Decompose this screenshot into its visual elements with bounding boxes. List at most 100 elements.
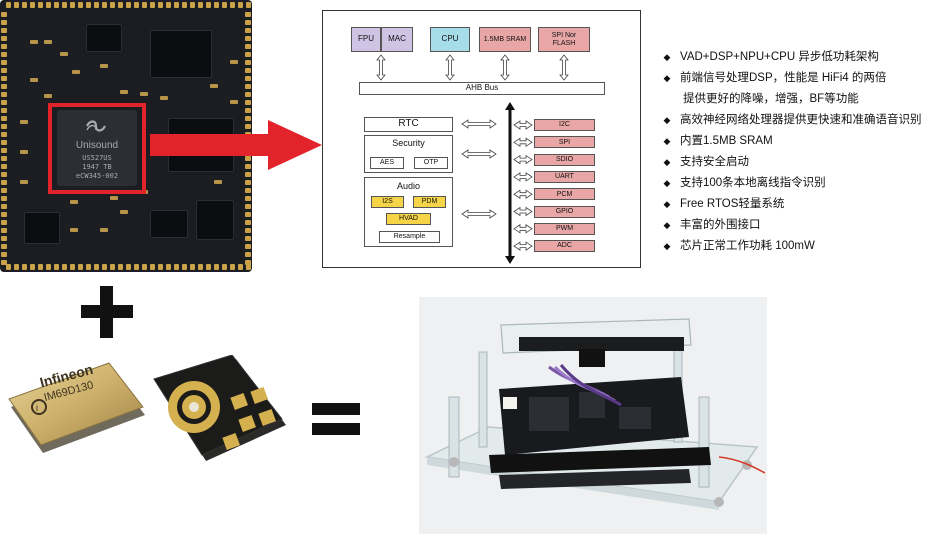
sensor-chip [24, 212, 60, 244]
edge-pad [158, 2, 163, 8]
edge-pad [62, 2, 67, 8]
edge-pad [245, 84, 251, 89]
edge-pad [214, 2, 219, 8]
unisound-chip: Unisound US527US 1947 TB eCW345-002 [57, 110, 137, 186]
passive-component [72, 70, 80, 74]
sram-bus-arrow [500, 54, 510, 81]
feature-item: ◆支持100条本地离线指令识别 [660, 173, 930, 194]
chip-lot-code: eCW345-002 [75, 172, 119, 180]
passive-component [44, 40, 52, 44]
edge-pad [1, 28, 7, 33]
edge-pad [38, 264, 43, 270]
security-group: Security AES OTP [364, 135, 453, 173]
plus-sign-bar [81, 305, 133, 318]
svg-text:i: i [36, 403, 38, 413]
edge-pad [1, 140, 7, 145]
feature-text: 芯片正常工作功耗 100mW [680, 240, 815, 252]
edge-pad [245, 20, 251, 25]
edge-pad [1, 84, 7, 89]
bus-pcm-arrow [513, 189, 533, 199]
feature-text: VAD+DSP+NPU+CPU 异步低功耗架构 [680, 51, 879, 63]
unisound-logo-icon [86, 120, 106, 132]
edge-pad [1, 228, 7, 233]
microphone-bottom-photo [153, 355, 286, 461]
audio-bus-arrow [461, 209, 497, 219]
bullet-diamond-icon: ◆ [663, 220, 671, 230]
edge-pad [1, 116, 7, 121]
edge-pad [222, 2, 227, 8]
architecture-diagram: FPU MAC CPU 1.5MB SRAM SPI Nor FLASH AHB… [322, 10, 641, 268]
edge-pad [182, 264, 187, 270]
edge-pad [1, 252, 7, 257]
block-uart: UART [534, 170, 595, 183]
edge-pad [245, 212, 251, 217]
edge-pad [166, 2, 171, 8]
cpu-bus-arrow [445, 54, 455, 81]
equals-sign-bar [312, 423, 360, 435]
feature-text: 内置1.5MB SRAM [680, 135, 773, 147]
edge-pad [190, 264, 195, 270]
block-rtc: RTC [364, 117, 453, 132]
edge-pad [245, 116, 251, 121]
edge-pad [86, 264, 91, 270]
edge-pad [245, 260, 251, 265]
block-pwm: PWM [534, 222, 595, 235]
edge-pad [1, 172, 7, 177]
edge-pad [54, 264, 59, 270]
block-i2c: I2C [534, 119, 595, 131]
edge-pad [245, 228, 251, 233]
edge-pad [198, 264, 203, 270]
block-hvad: HVAD [386, 213, 431, 225]
edge-pad [1, 236, 7, 241]
edge-pad [245, 12, 251, 17]
bullet-diamond-icon: ◆ [663, 136, 671, 146]
passive-component [120, 210, 128, 214]
passive-component [30, 78, 38, 82]
chip-brand: Unisound [75, 140, 119, 151]
passive-component [70, 228, 78, 232]
feature-list: ◆VAD+DSP+NPU+CPU 异步低功耗架构◆前端信号处理DSP，性能是 H… [660, 47, 930, 257]
feature-text: 支持安全启动 [680, 156, 749, 168]
security-label: Security [392, 138, 425, 148]
edge-pad [142, 264, 147, 270]
edge-pad [118, 264, 123, 270]
bullet-diamond-icon: ◆ [663, 73, 671, 83]
edge-pad [126, 2, 131, 8]
edge-pad [1, 108, 7, 113]
edge-pad [110, 264, 115, 270]
passive-component [60, 52, 68, 56]
rtc-bus-arrow [461, 119, 497, 129]
bullet-diamond-icon: ◆ [663, 52, 671, 62]
edge-pad [110, 2, 115, 8]
edge-pad [6, 2, 11, 8]
feature-item: ◆支持安全启动 [660, 152, 930, 173]
passive-component [20, 180, 28, 184]
edge-pad [246, 264, 251, 270]
diagram-connectors [376, 54, 569, 264]
flash-bus-arrow [559, 54, 569, 81]
crystal-chip [196, 200, 234, 240]
chip-part-number: US527US [82, 154, 112, 162]
edge-pad [1, 124, 7, 129]
edge-pad [62, 264, 67, 270]
edge-pad [1, 148, 7, 153]
edge-pad [245, 252, 251, 257]
block-sram: 1.5MB SRAM [479, 27, 531, 52]
passive-component [160, 96, 168, 100]
audio-label: Audio [396, 181, 421, 191]
edge-pad [1, 244, 7, 249]
edge-pad [245, 204, 251, 209]
edge-pad [70, 2, 75, 8]
edge-pad [126, 264, 131, 270]
edge-pad [1, 164, 7, 169]
edge-pad [1, 100, 7, 105]
bus-arrowhead-top [505, 102, 515, 110]
feature-text: 丰富的外围接口 [680, 219, 761, 231]
edge-pad [1, 220, 7, 225]
bullet-diamond-icon: ◆ [663, 199, 671, 209]
edge-pad [245, 244, 251, 249]
edge-pad [14, 264, 19, 270]
block-resample: Resample [379, 231, 440, 243]
block-mac: MAC [381, 27, 413, 52]
feature-item: 提供更好的降噪，增强，BF等功能 [660, 89, 930, 110]
